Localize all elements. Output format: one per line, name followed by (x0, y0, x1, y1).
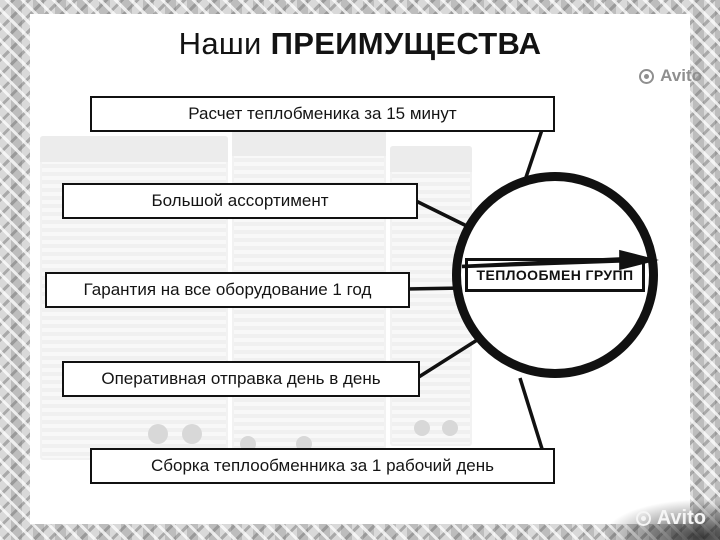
company-name: ТЕПЛООБМЕН ГРУПП (476, 267, 634, 283)
photo-detail (390, 146, 472, 172)
advantage-box-warranty: Гарантия на все оборудование 1 год (45, 272, 410, 308)
advantage-box-assembly: Сборка теплообменника за 1 рабочий день (90, 448, 555, 484)
title-normal-part: Наши (178, 26, 262, 61)
advantage-box-calculation: Расчет теплобменика за 15 минут (90, 96, 555, 132)
connector-line (413, 333, 486, 382)
avito-logo-icon (639, 68, 655, 84)
watermark-top: Avito (639, 66, 702, 86)
company-logo: ТЕПЛООБМЕН ГРУПП (461, 249, 659, 292)
photo-detail (232, 130, 386, 156)
advantage-label: Сборка теплообменника за 1 рабочий день (150, 456, 495, 475)
watermark-bottom: Avito (635, 507, 706, 530)
advantage-label: Оперативная отправка день в день (101, 369, 381, 388)
photo-detail (40, 136, 228, 162)
title-bold-part: ПРЕИМУЩЕСТВА (270, 26, 542, 61)
avito-logo-icon (635, 511, 651, 526)
photo-port-detail (182, 424, 202, 444)
logo-circle: ТЕПЛООБМЕН ГРУПП (452, 172, 659, 378)
advantage-label: Расчет теплобменика за 15 минут (188, 104, 457, 123)
advantage-box-assortment: Большой ассортимент (62, 183, 418, 219)
arrow-icon (461, 249, 659, 271)
watermark-label: Avito (660, 66, 702, 85)
corner-shade (560, 480, 720, 540)
advantage-label: Большой ассортимент (151, 191, 329, 210)
photo-port-detail (414, 420, 430, 436)
watermark-label: Avito (656, 507, 706, 529)
photo-port-detail (148, 424, 168, 444)
advantage-label: Гарантия на все оборудование 1 год (83, 280, 372, 299)
advantage-box-shipping: Оперативная отправка день в день (62, 361, 420, 397)
photo-port-detail (442, 420, 458, 436)
